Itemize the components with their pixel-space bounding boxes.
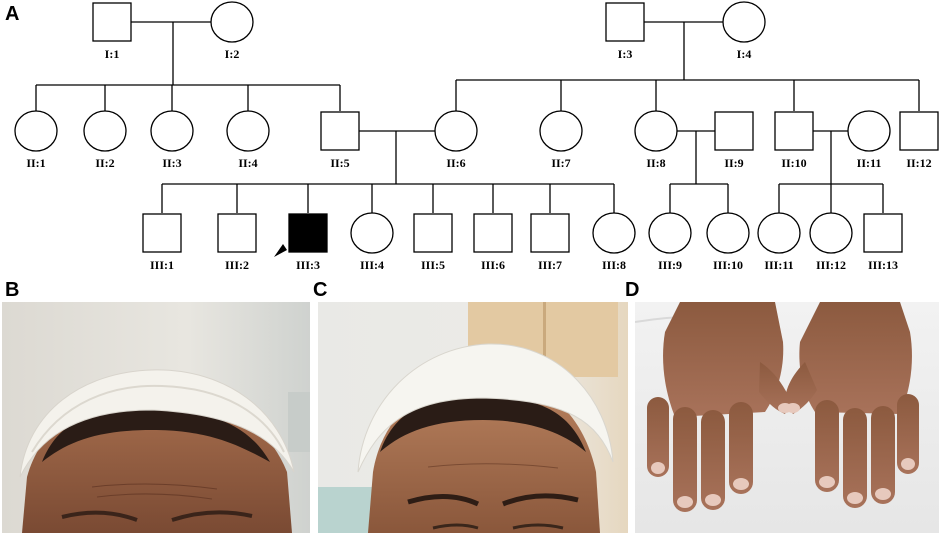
pedigree-label-iii-8: III:8	[602, 258, 626, 272]
pedigree-symbol-iii-9	[648, 212, 692, 254]
pedigree-label-iii-9: III:9	[658, 258, 682, 272]
pedigree-symbol-i-3	[605, 2, 645, 42]
pedigree-symbols	[14, 1, 939, 257]
pedigree-label-ii-9: II:9	[724, 156, 743, 170]
pedigree-label-iii-12: III:12	[816, 258, 846, 272]
pedigree-symbol-ii-8	[634, 110, 678, 152]
panel-label-a: A	[5, 3, 20, 25]
pedigree-label-iii-3: III:3	[296, 258, 320, 272]
pedigree-symbol-ii-9	[714, 111, 754, 151]
panel-label-c: C	[313, 279, 328, 301]
photo-c-forehead	[318, 302, 628, 533]
pedigree-lines	[35, 21, 920, 213]
pedigree-symbol-ii-12	[899, 111, 939, 151]
pedigree-symbol-iii-5	[413, 213, 453, 253]
pedigree-symbol-iii-8	[592, 212, 636, 254]
pedigree-chart: I:1 I:2 I:3 I:4II:1 II:2 II:3 II:4 II:5 II:6 II:7…	[14, 1, 939, 272]
photo-b-forehead	[2, 302, 310, 533]
pedigree-symbol-iii-1	[142, 213, 182, 253]
pedigree-label-ii-8: II:8	[646, 156, 665, 170]
pedigree-symbol-iii-4	[350, 212, 394, 254]
pedigree-symbol-i-2	[210, 1, 254, 43]
pedigree-symbol-iii-6	[473, 213, 513, 253]
pedigree-label-iii-11: III:11	[764, 258, 793, 272]
pedigree-symbol-iii-3	[288, 213, 328, 253]
pedigree-symbol-iii-11	[757, 212, 801, 254]
pedigree-label-ii-12: II:12	[906, 156, 931, 170]
pedigree-symbol-iii-12	[809, 212, 853, 254]
pedigree-labels: I:1 I:2 I:3 I:4II:1 II:2 II:3 II:4 II:5 II:6 II:7…	[26, 47, 931, 272]
pedigree-symbol-ii-2	[83, 110, 127, 152]
pedigree-label-ii-2: II:2	[95, 156, 114, 170]
proband-arrow-icon	[274, 244, 287, 257]
pedigree-label-iii-10: III:10	[713, 258, 743, 272]
pedigree-label-iii-5: III:5	[421, 258, 445, 272]
pedigree-symbol-ii-6	[434, 110, 478, 152]
pedigree-symbol-i-1	[92, 2, 132, 42]
pedigree-symbol-ii-4	[226, 110, 270, 152]
pedigree-symbol-ii-11	[847, 110, 891, 152]
panel-label-d: D	[625, 279, 640, 301]
pedigree-label-ii-1: II:1	[26, 156, 45, 170]
photo-d-hands	[635, 302, 939, 533]
pedigree-label-ii-11: II:11	[857, 156, 882, 170]
pedigree-symbol-ii-1	[14, 110, 58, 152]
pedigree-symbol-iii-10	[706, 212, 750, 254]
pedigree-label-i-1: I:1	[105, 47, 120, 61]
pedigree-label-iii-4: III:4	[360, 258, 384, 272]
pedigree-label-ii-6: II:6	[446, 156, 465, 170]
pedigree-label-i-3: I:3	[618, 47, 633, 61]
pedigree-label-i-4: I:4	[737, 47, 752, 61]
pedigree-label-iii-13: III:13	[868, 258, 898, 272]
pedigree-label-iii-6: III:6	[481, 258, 505, 272]
pedigree-label-iii-2: III:2	[225, 258, 249, 272]
pedigree-symbol-ii-5	[320, 111, 360, 151]
pedigree-label-iii-7: III:7	[538, 258, 562, 272]
pedigree-label-iii-1: III:1	[150, 258, 174, 272]
pedigree-label-ii-4: II:4	[238, 156, 257, 170]
pedigree-symbol-iii-13	[863, 213, 903, 253]
pedigree-label-ii-7: II:7	[551, 156, 570, 170]
pedigree-symbol-iii-7	[530, 213, 570, 253]
pedigree-label-ii-10: II:10	[781, 156, 806, 170]
pedigree-symbol-iii-2	[217, 213, 257, 253]
pedigree-label-i-2: I:2	[225, 47, 240, 61]
pedigree-label-ii-3: II:3	[162, 156, 181, 170]
pedigree-symbol-ii-3	[150, 110, 194, 152]
pedigree-symbol-ii-7	[539, 110, 583, 152]
pedigree-symbol-ii-10	[774, 111, 814, 151]
pedigree-symbol-i-4	[722, 1, 766, 43]
panel-label-b: B	[5, 279, 20, 301]
pedigree-label-ii-5: II:5	[330, 156, 349, 170]
